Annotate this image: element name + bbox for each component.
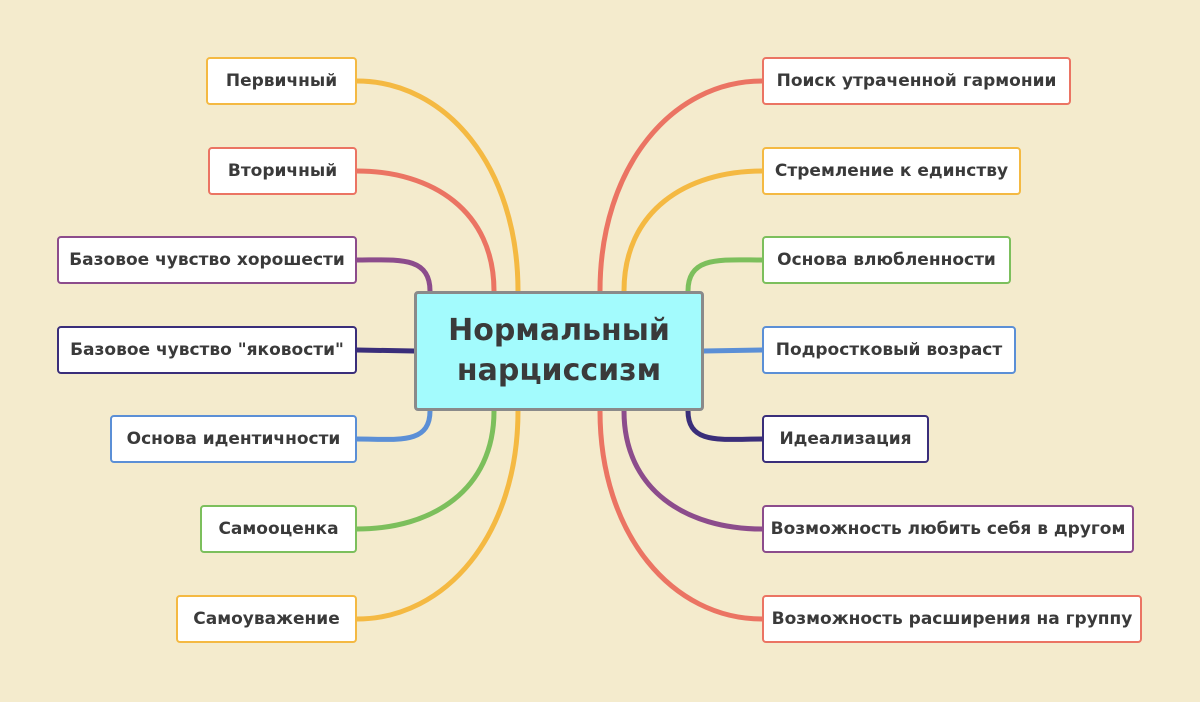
left-node-self-esteem[interactable]: Самооценка — [200, 505, 357, 553]
right-node-falling-in-love[interactable]: Основа влюбленности — [762, 236, 1011, 284]
connector-left-1 — [354, 168, 497, 294]
right-node-group-extension[interactable]: Возможность расширения на группу — [762, 595, 1142, 643]
node-label: Базовое чувство хорошести — [69, 250, 345, 270]
node-label: Вторичный — [227, 161, 338, 181]
connector-right-2 — [685, 257, 765, 294]
left-node-basic-goodness[interactable]: Базовое чувство хорошести — [57, 236, 357, 284]
connector-left-4 — [354, 408, 433, 442]
node-label: Возможность расширения на группу — [771, 609, 1133, 629]
central-topic[interactable]: Нормальный нарциссизм — [414, 291, 704, 411]
central-topic-line-2: нарциссизм — [456, 353, 662, 388]
node-label: Стремление к единству — [774, 161, 1009, 181]
connector-right-1 — [621, 168, 765, 294]
left-node-primary[interactable]: Первичный — [206, 57, 357, 105]
node-label: Основа влюбленности — [777, 250, 996, 270]
node-label: Возможность любить себя в другом — [770, 519, 1126, 539]
node-label: Поиск утраченной гармонии — [776, 71, 1057, 91]
right-node-idealization[interactable]: Идеализация — [762, 415, 929, 463]
connector-left-2 — [354, 257, 433, 294]
connector-left-6 — [354, 408, 521, 622]
node-label: Первичный — [225, 71, 338, 91]
right-node-lost-harmony[interactable]: Поиск утраченной гармонии — [762, 57, 1071, 105]
connector-right-4 — [685, 408, 765, 442]
node-label: Идеализация — [779, 429, 912, 449]
connector-left-0 — [354, 78, 521, 294]
left-node-self-respect[interactable]: Самоуважение — [176, 595, 357, 643]
node-label: Самоуважение — [193, 609, 340, 629]
node-label: Подростковый возраст — [775, 340, 1003, 360]
right-node-adolescence[interactable]: Подростковый возраст — [762, 326, 1016, 374]
connector-right-3 — [701, 347, 765, 354]
node-label: Самооценка — [218, 519, 339, 539]
connector-left-5 — [354, 408, 497, 532]
connector-right-5 — [621, 408, 765, 532]
connector-right-0 — [597, 78, 765, 294]
node-label: Основа идентичности — [126, 429, 341, 449]
central-topic-line-1: Нормальный — [448, 313, 670, 348]
right-node-striving-unity[interactable]: Стремление к единству — [762, 147, 1021, 195]
left-node-secondary[interactable]: Вторичный — [208, 147, 357, 195]
right-node-love-self-in-other[interactable]: Возможность любить себя в другом — [762, 505, 1134, 553]
left-node-basic-selfness[interactable]: Базовое чувство "яковости" — [57, 326, 357, 374]
left-node-identity-basis[interactable]: Основа идентичности — [110, 415, 357, 463]
connector-left-3 — [354, 347, 417, 354]
connector-right-6 — [597, 408, 765, 622]
node-label: Базовое чувство "яковости" — [70, 340, 344, 360]
